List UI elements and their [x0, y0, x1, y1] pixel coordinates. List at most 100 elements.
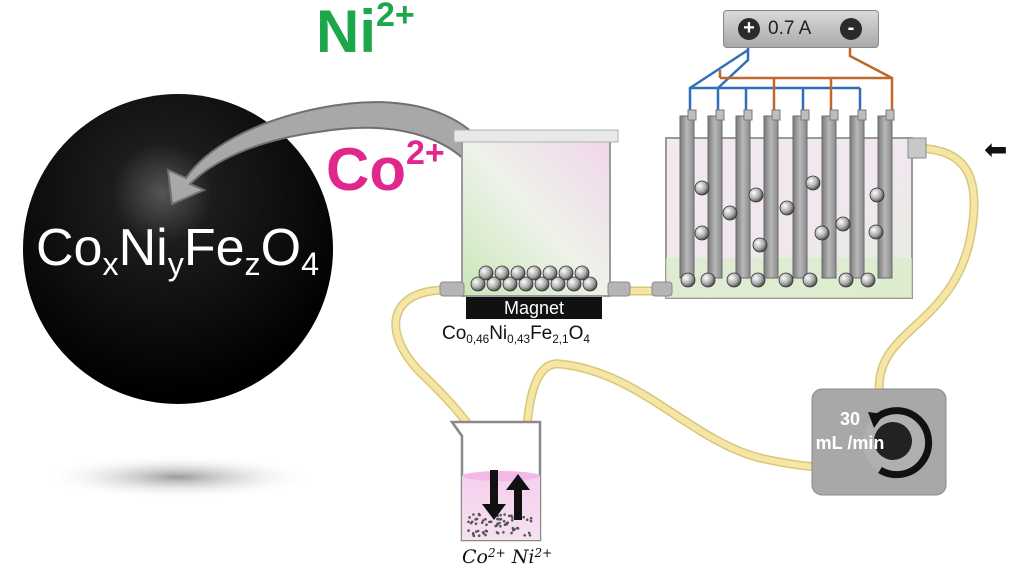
sediment-dot	[499, 517, 503, 521]
sediment-dot	[510, 531, 513, 535]
particle-bead	[526, 265, 542, 281]
electrode	[792, 115, 808, 279]
particle-bead	[868, 224, 884, 240]
particle-bead	[814, 225, 830, 241]
particle-bead	[778, 272, 794, 288]
particle-bead	[700, 272, 716, 288]
pump-rotor	[863, 407, 933, 479]
sediment-dot	[498, 521, 501, 525]
particle-formula: CoxNiyFezO4	[36, 219, 320, 283]
electrode	[707, 115, 723, 279]
sediment-dot	[472, 534, 476, 538]
sediment-dot	[475, 530, 478, 533]
nickel-ion-label: Ni2+	[316, 0, 415, 65]
current-readout: 0.7 A	[768, 18, 812, 39]
electrode-cap	[771, 109, 781, 121]
sediment-dot	[499, 513, 502, 517]
particle-bead	[722, 205, 738, 221]
sediment-dot	[522, 515, 525, 519]
electrode	[763, 115, 779, 279]
particle-bead	[694, 225, 710, 241]
sediment-dot	[528, 534, 532, 537]
electrode-cap	[743, 109, 753, 121]
particle-bead	[550, 276, 566, 292]
sediment-dot	[496, 531, 500, 535]
sediment-dot	[511, 518, 514, 522]
wires	[688, 36, 894, 116]
sediment-dot	[474, 522, 478, 526]
electrode-cap	[687, 109, 697, 121]
sediment-dot	[467, 520, 470, 524]
ion-incorporation-arrow	[166, 101, 504, 206]
negative-terminal-icon: -	[840, 18, 862, 40]
particle-bead	[502, 276, 518, 292]
sediment-dot	[529, 519, 533, 523]
particle-bead	[726, 272, 742, 288]
sediment-dot	[516, 526, 519, 530]
particle-bead	[518, 276, 534, 292]
particle-shadow	[40, 455, 316, 499]
beaker-sediment	[467, 512, 533, 538]
electrode-cap	[885, 109, 895, 121]
beaker-ions-label: Co2+ Ni2+	[462, 546, 553, 568]
electrode-cap	[829, 109, 839, 121]
sediment-dot	[481, 531, 485, 534]
sediment-dot	[502, 531, 505, 534]
exchange-arrows	[482, 470, 530, 520]
magnet-label: Magnet	[466, 297, 602, 319]
particle-bead	[750, 272, 766, 288]
cell-inlet-connector	[651, 281, 673, 297]
particle-bead	[542, 265, 558, 281]
collected-particles	[470, 265, 598, 292]
particle-bead	[478, 265, 494, 281]
particle-bead	[779, 200, 795, 216]
particle-bead	[835, 216, 851, 232]
particle-bead	[694, 180, 710, 196]
sediment-dot	[523, 534, 526, 537]
sediment-dot	[484, 533, 487, 537]
particle-bead	[582, 276, 598, 292]
sediment-dot	[470, 520, 474, 524]
sediment-dot	[475, 517, 479, 521]
sediment-dot	[505, 523, 509, 526]
sediment-dot	[467, 529, 470, 532]
particle-bead	[510, 265, 526, 281]
particle-bead	[470, 276, 486, 292]
sediment-dot	[481, 519, 485, 522]
particle-bead	[860, 272, 876, 288]
particle-bead	[838, 272, 854, 288]
electrode-cap	[857, 109, 867, 121]
cobalt-ion-label: Co2+	[326, 134, 445, 203]
electrode-cap	[715, 109, 725, 121]
particle-bead	[486, 276, 502, 292]
electrode	[849, 115, 865, 279]
sediment-dot	[527, 531, 531, 535]
positive-terminal-icon: +	[738, 18, 760, 40]
sediment-dot	[472, 513, 475, 516]
sediment-dot	[484, 529, 488, 533]
sediment-dot	[507, 514, 511, 518]
sediment-dot	[477, 512, 481, 516]
electrode	[821, 115, 837, 279]
particle-bead	[558, 265, 574, 281]
sediment-dot	[502, 520, 506, 523]
sediment-dot	[525, 518, 529, 522]
inflow-arrow-icon: ⬅	[984, 134, 1008, 165]
particle-bead	[752, 237, 768, 253]
product-formula: Co0,46Ni0,43Fe2,1O4	[442, 323, 590, 346]
suspended-particles	[680, 175, 885, 288]
electrode	[735, 115, 751, 279]
sediment-dot	[477, 534, 481, 537]
sediment-dot	[529, 516, 533, 520]
particle-bead	[574, 265, 590, 281]
sediment-dot	[468, 516, 471, 519]
electrode	[679, 115, 695, 279]
sediment-dot	[485, 523, 488, 526]
sediment-dot	[503, 513, 506, 516]
inlet-connector	[439, 281, 465, 297]
outlet-connector	[607, 281, 631, 297]
particle-bead	[748, 187, 764, 203]
